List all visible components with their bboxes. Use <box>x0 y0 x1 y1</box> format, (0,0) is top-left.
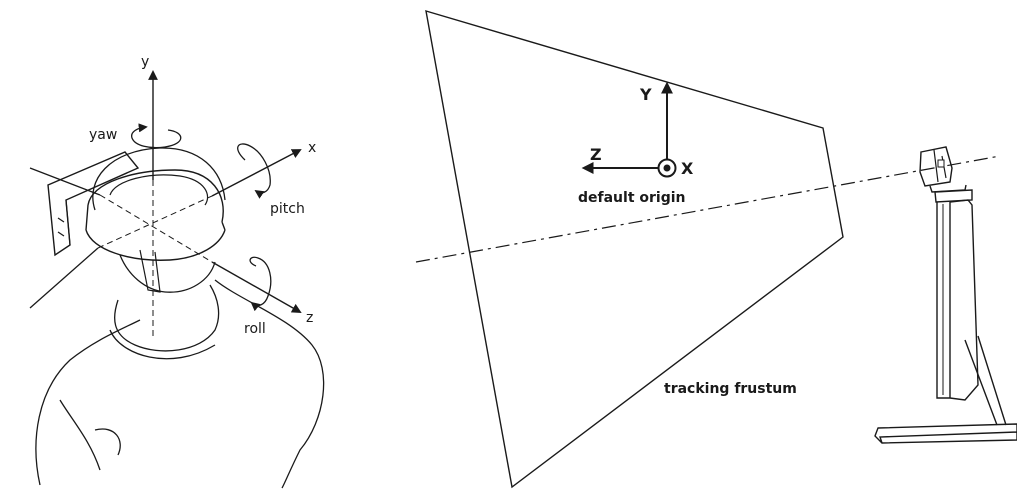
headset-top-strap <box>109 174 209 206</box>
torso-outline <box>35 279 325 489</box>
roll-rotation-icon <box>249 256 272 312</box>
yaw-rotation-icon <box>131 123 182 149</box>
z-axis-dashed <box>99 194 213 263</box>
monitor-top <box>934 189 973 203</box>
frustum-figure: Y Z X default origin tracking frustum <box>415 10 1001 489</box>
tracking-frustum-label: tracking frustum <box>664 381 797 397</box>
tracking-frustum-shape <box>425 10 844 489</box>
camera-x-axis-dot-icon <box>663 164 671 172</box>
camera-y-axis-label: Y <box>639 85 652 104</box>
head-figure: y yaw x pitch z roll <box>29 54 325 489</box>
monitor-stand-base <box>874 423 1017 444</box>
pitch-label: pitch <box>270 201 305 217</box>
default-origin-label: default origin <box>578 190 686 206</box>
z-axis-back-line <box>29 167 101 196</box>
x-axis-arrow <box>211 149 302 197</box>
y-axis-label: y <box>141 54 149 70</box>
tracking-center-line <box>415 155 1001 263</box>
x-axis-label: x <box>308 140 316 156</box>
headset-strap <box>85 169 226 261</box>
camera-icon <box>919 146 967 193</box>
yaw-label: yaw <box>89 127 117 143</box>
head-contour <box>92 147 226 293</box>
headset-visor-side <box>57 199 71 246</box>
neck-outline <box>109 284 220 360</box>
x-axis-back-line <box>29 247 99 309</box>
monitor-body <box>936 199 979 401</box>
monitor-stand-neck <box>964 335 1007 426</box>
monitor-figure <box>874 146 1017 444</box>
camera-z-axis-label: Z <box>590 145 602 164</box>
z-axis-arrow <box>211 261 302 313</box>
headset-rear-pad <box>139 249 161 293</box>
x-axis-dashed <box>97 195 213 249</box>
z-axis-label: z <box>306 310 313 326</box>
camera-x-axis-label: X <box>681 159 694 178</box>
roll-label: roll <box>244 321 266 337</box>
pitch-rotation-icon <box>237 143 271 199</box>
